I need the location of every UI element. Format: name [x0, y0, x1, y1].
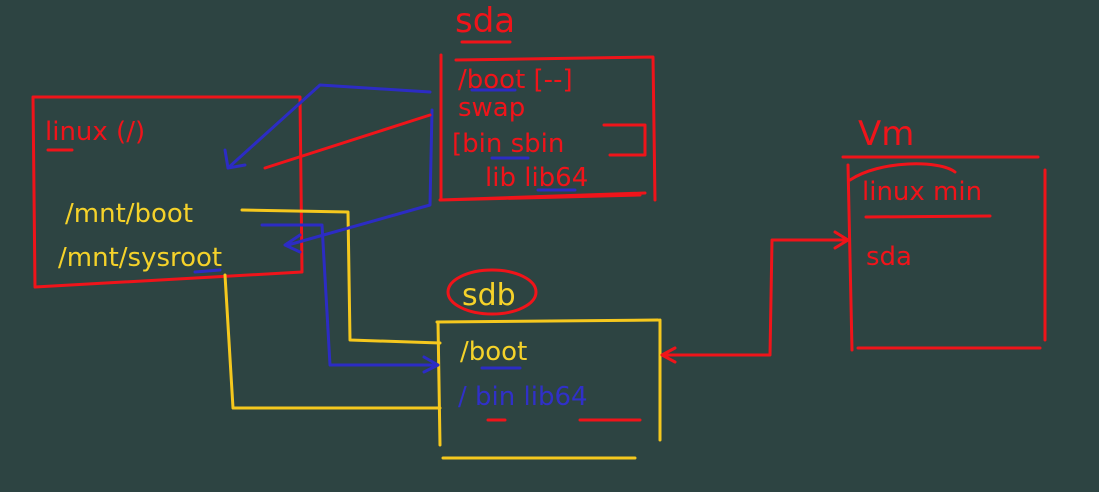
- sda-disk: sda /boot [--] swap [bin sbin lib lib64: [438, 1, 657, 202]
- host-linux-box: linux (/) /mnt/boot /mnt/sysroot: [31, 95, 304, 289]
- sdb-line-bin-lib64: / bin lib64: [458, 382, 588, 412]
- sda-title: sda: [455, 1, 515, 41]
- host-mount-sysroot: /mnt/sysroot: [58, 243, 222, 273]
- host-mount-boot: /mnt/boot: [65, 199, 193, 229]
- vm-line-linux-min: linux min: [862, 177, 982, 207]
- connector-sda-to-sysroot: [283, 108, 434, 254]
- sda-line-lib: lib lib64: [485, 163, 588, 193]
- connectors: [223, 83, 850, 410]
- host-title: linux (/): [45, 117, 145, 147]
- vm-title: Vm: [858, 114, 914, 154]
- connector-sysroot-to-sdb: [223, 273, 442, 410]
- vm-line-sda: sda: [866, 242, 912, 272]
- sda-line-bin: [bin sbin: [452, 129, 564, 159]
- sda-line-swap: swap: [458, 93, 525, 123]
- vm-box: Vm linux min sda: [841, 114, 1047, 352]
- connector-boot-to-sdb: [240, 208, 442, 345]
- connector-sda-to-host: [223, 83, 432, 170]
- connector-boot-blue: [260, 223, 440, 374]
- sdb-line-boot: /boot: [460, 337, 527, 367]
- sdb-disk: sdb /boot / bin lib64: [435, 268, 662, 460]
- connector-sdb-to-vm: [660, 230, 850, 364]
- sdb-title: sdb: [462, 278, 516, 313]
- connector-sda-red: [263, 113, 432, 170]
